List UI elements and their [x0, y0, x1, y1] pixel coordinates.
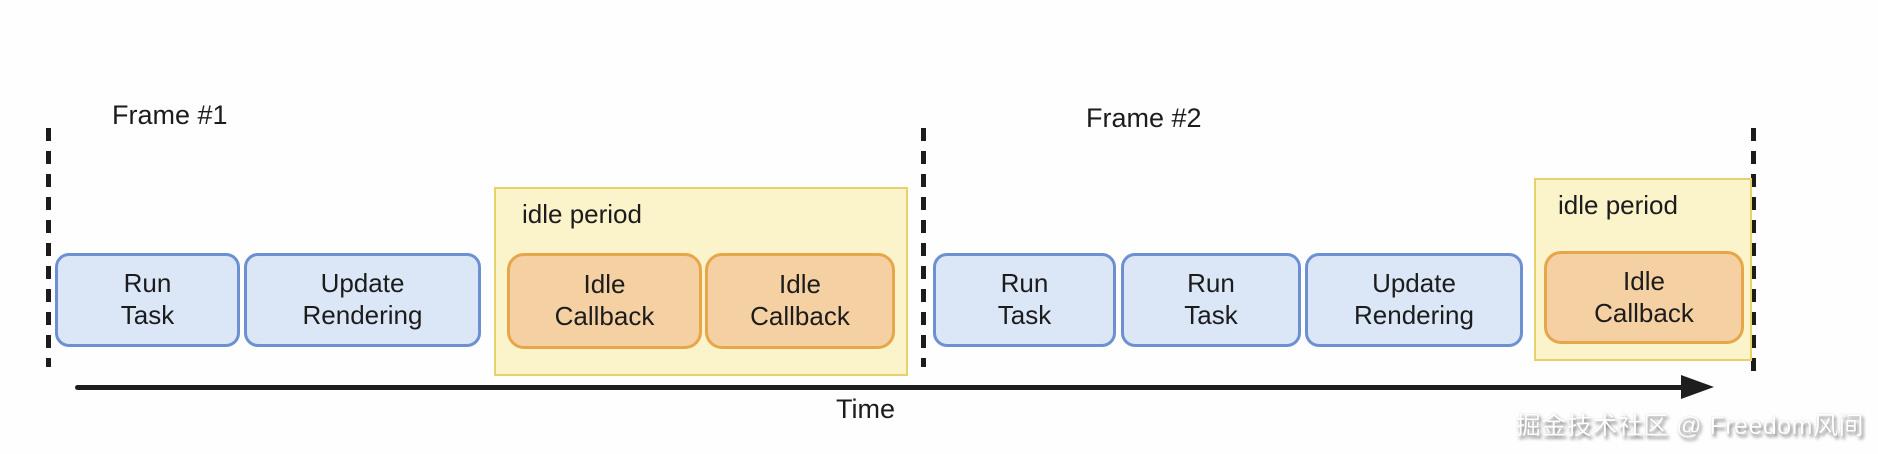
frame2-update-rendering-box: Update Rendering — [1305, 253, 1523, 347]
frame1-run-task-box: Run Task — [55, 253, 240, 347]
frame2-idle-callback-box-1: Idle Callback — [1544, 251, 1744, 344]
frame-boundary-line-end — [1751, 128, 1756, 371]
frame-boundary-line-middle — [921, 128, 926, 367]
frame-1-label: Frame #1 — [112, 100, 228, 130]
frame2-idle-period-container: idle period Idle Callback — [1534, 178, 1752, 361]
time-axis-arrowhead-icon — [1681, 375, 1714, 399]
time-axis-label: Time — [836, 394, 895, 424]
frame1-idle-callback-box-1: Idle Callback — [507, 253, 702, 349]
frame2-run-task-box-1: Run Task — [933, 253, 1116, 347]
frame-2-label: Frame #2 — [1086, 103, 1202, 133]
frame-boundary-line-start — [46, 128, 51, 367]
frame2-run-task-box-2: Run Task — [1121, 253, 1301, 347]
watermark-text: 掘金技术社区 @ Freedom风间 — [1515, 412, 1864, 440]
frame1-idle-callback-box-2: Idle Callback — [705, 253, 895, 349]
frame1-idle-period-label: idle period — [522, 199, 642, 229]
frame2-idle-period-label: idle period — [1558, 190, 1678, 220]
frame1-idle-period-container: idle period Idle Callback Idle Callback — [494, 187, 908, 376]
frame1-update-rendering-box: Update Rendering — [244, 253, 481, 347]
time-axis-line — [75, 385, 1685, 390]
